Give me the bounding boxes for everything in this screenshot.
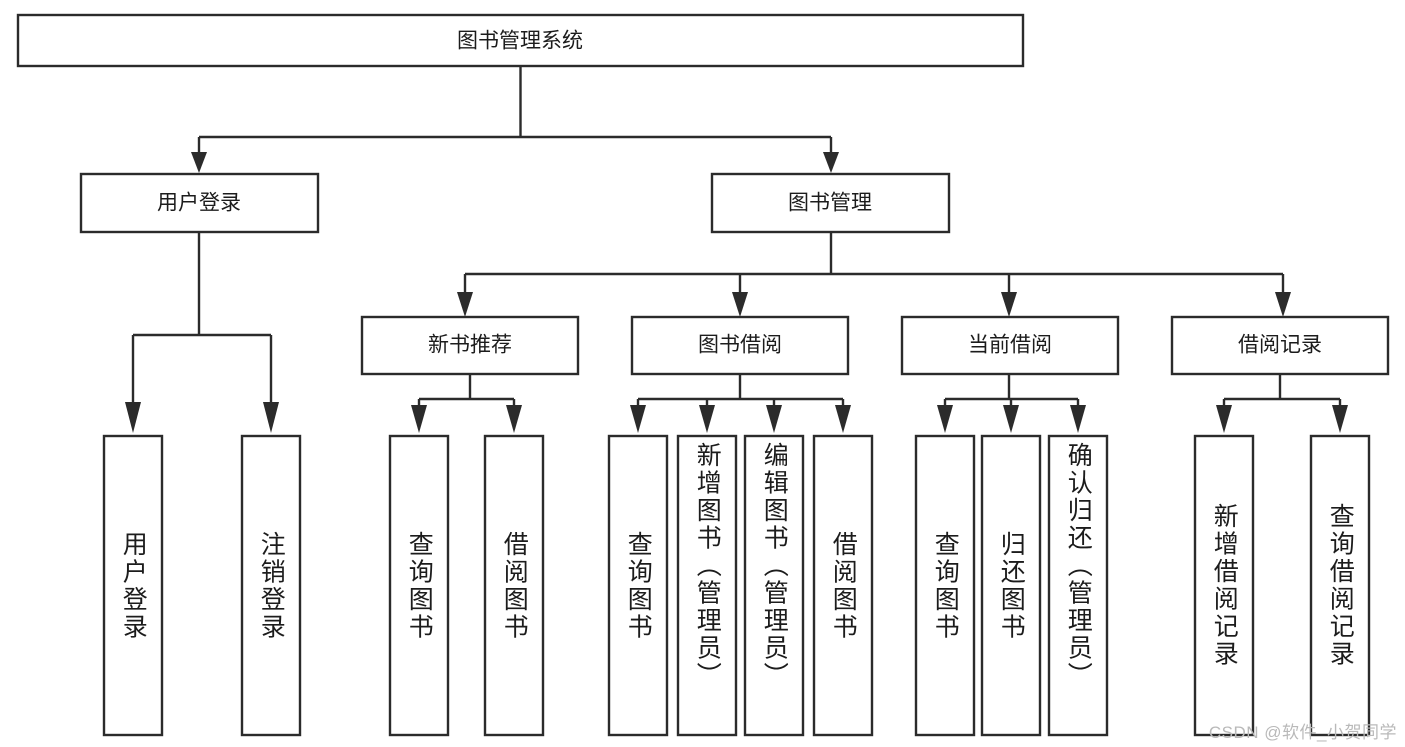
arrowhead-leaf-user-login	[125, 402, 141, 433]
leaf-box-nb-query-book[interactable]	[388, 434, 450, 737]
arrowhead-bookborrow-leaf-4	[835, 405, 851, 433]
arrowhead-newbook-leaf-2	[506, 405, 522, 433]
leaf-box-br-query-record[interactable]	[1309, 434, 1371, 737]
leaf-box-cb-return-book[interactable]	[980, 434, 1042, 737]
arrowhead-currentborrow-leaf-3	[1070, 405, 1086, 433]
node-current-borrow-box[interactable]	[900, 315, 1120, 376]
box-layer	[16, 13, 1390, 737]
arrowhead-bookborrow-leaf-3	[766, 405, 782, 433]
leaf-box-bb-borrow-book[interactable]	[812, 434, 874, 737]
leaf-box-br-add-record[interactable]	[1193, 434, 1255, 737]
node-borrow-record-label: 借阅记录	[1238, 334, 1322, 357]
arrowhead-leaf-logout	[263, 402, 279, 433]
leaf-box-bb-edit-book[interactable]	[743, 434, 805, 737]
node-new-book-recommend-label: 新书推荐	[428, 334, 512, 357]
arrowhead-new-book	[457, 292, 473, 317]
leaf-box-bb-query-book[interactable]	[607, 434, 669, 737]
arrowhead-currentborrow-leaf-2	[1003, 405, 1019, 433]
arrowhead-book-borrow	[732, 292, 748, 317]
arrowhead-bookborrow-leaf-1	[630, 405, 646, 433]
node-book-borrow-label: 图书借阅	[698, 334, 782, 357]
arrowhead-user-login	[191, 152, 207, 173]
connector-layer	[125, 66, 1348, 433]
arrowhead-borrow-record	[1275, 292, 1291, 317]
node-new-book-recommend-box[interactable]	[360, 315, 580, 376]
arrowhead-currentborrow-leaf-1	[937, 405, 953, 433]
node-current-borrow-label: 当前借阅	[968, 334, 1052, 357]
node-root-box[interactable]	[16, 13, 1025, 68]
arrowhead-bookborrow-leaf-2	[699, 405, 715, 433]
leaf-box-cb-query-book[interactable]	[914, 434, 976, 737]
node-borrow-record-box[interactable]	[1170, 315, 1390, 376]
arrowhead-borrowrecord-leaf-2	[1332, 405, 1348, 433]
leaf-box-nb-borrow-book[interactable]	[483, 434, 545, 737]
arrowhead-borrowrecord-leaf-1	[1216, 405, 1232, 433]
csdn-watermark: CSDN @软件_小贺同学	[1208, 723, 1397, 742]
node-book-management-box[interactable]	[710, 172, 951, 234]
node-book-management-label: 图书管理	[788, 192, 872, 215]
arrowhead-newbook-leaf-1	[411, 405, 427, 433]
node-root-label: 图书管理系统	[457, 30, 583, 53]
horizontal-label-layer: 图书管理系统 用户登录 图书管理 新书推荐 图书借阅 当前借阅 借阅记录	[157, 30, 1322, 357]
leaf-box-user-login[interactable]	[102, 434, 164, 737]
node-user-login-label: 用户登录	[157, 192, 241, 215]
leaf-box-bb-add-book[interactable]	[676, 434, 738, 737]
leaf-box-logout[interactable]	[240, 434, 302, 737]
node-user-login-box[interactable]	[79, 172, 320, 234]
arrowhead-current-borrow	[1001, 292, 1017, 317]
leaf-box-cb-confirm-return[interactable]	[1047, 434, 1109, 737]
node-book-borrow-box[interactable]	[630, 315, 850, 376]
arrowhead-book-mgmt	[823, 152, 839, 173]
